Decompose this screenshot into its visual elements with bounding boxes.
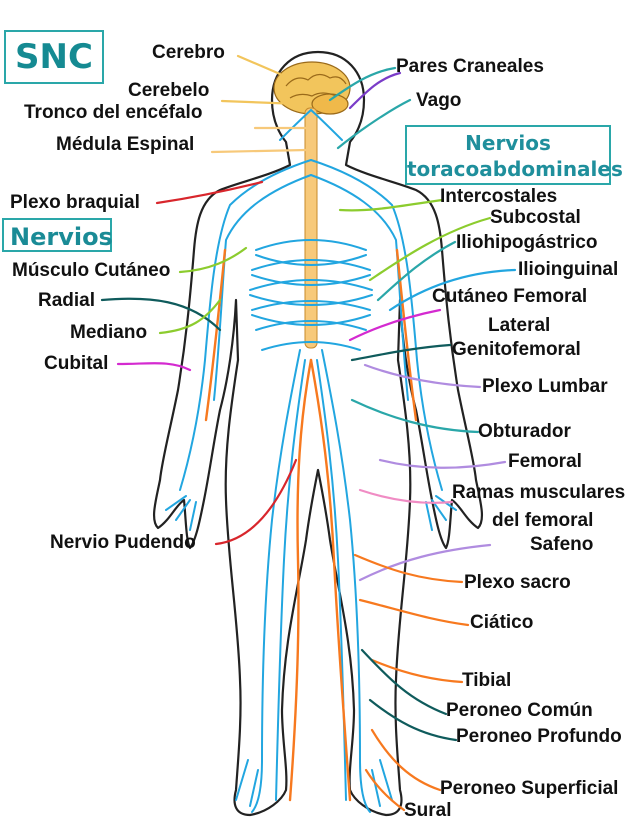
label-musculo-cutaneo: Músculo Cutáneo [12,260,171,281]
leader-lines [100,54,517,812]
label-pares-craneales: Pares Craneales [396,56,544,77]
peripheral-nerves [165,108,457,813]
label-safeno: Safeno [530,534,594,555]
label-medula: Médula Espinal [56,134,195,155]
label-peroneo-comun: Peroneo Común [446,700,593,721]
label-ciatico: Ciático [470,612,534,633]
label-radial: Radial [38,290,96,311]
label-cubital: Cubital [44,353,109,374]
toraco-line1: Nervios [465,131,551,155]
label-ilioinguinal: Ilioinguinal [518,259,619,280]
label-cerebro: Cerebro [152,42,225,63]
label-cerebelo: Cerebelo [128,80,210,101]
label-ramas-musculares: Ramas musculares [452,482,626,503]
label-peroneo-superficial: Peroneo Superficial [440,778,619,799]
label-plexo-braquial: Plexo braquial [10,192,140,213]
label-plexo-sacro: Plexo sacro [464,572,571,593]
label-iliohipogastrico: Iliohipogástrico [456,232,598,253]
label-subcostal: Subcostal [490,207,581,228]
sciatic-nerves [204,248,418,802]
toraco-line2: toracoabdominales [407,157,623,181]
spinal-cord [304,107,318,349]
label-mediano: Mediano [70,322,148,343]
snc-box: SNC [4,30,104,84]
label-vago: Vago [416,90,462,111]
nervios-box: Nervios [2,218,113,252]
label-lateral: Lateral [488,315,551,336]
label-obturador: Obturador [478,421,571,442]
label-del-femoral: del femoral [492,510,594,531]
label-tronco: Tronco del encéfalo [24,102,203,123]
label-tibial: Tibial [462,670,512,691]
label-plexo-lumbar: Plexo Lumbar [482,376,608,397]
label-peroneo-profundo: Peroneo Profundo [456,726,622,747]
brain [273,61,351,115]
toracoabdominales-box: Nervios toracoabdominales [405,125,623,185]
label-intercostales: Intercostales [440,186,558,207]
body-outline [152,50,484,817]
label-genitofemoral: Genitofemoral [452,339,581,360]
label-cutaneo-femoral: Cutáneo Femoral [432,286,588,307]
label-femoral: Femoral [508,451,582,472]
label-sural: Sural [404,800,452,821]
label-pudendo: Nervio Pudendo [50,532,196,553]
